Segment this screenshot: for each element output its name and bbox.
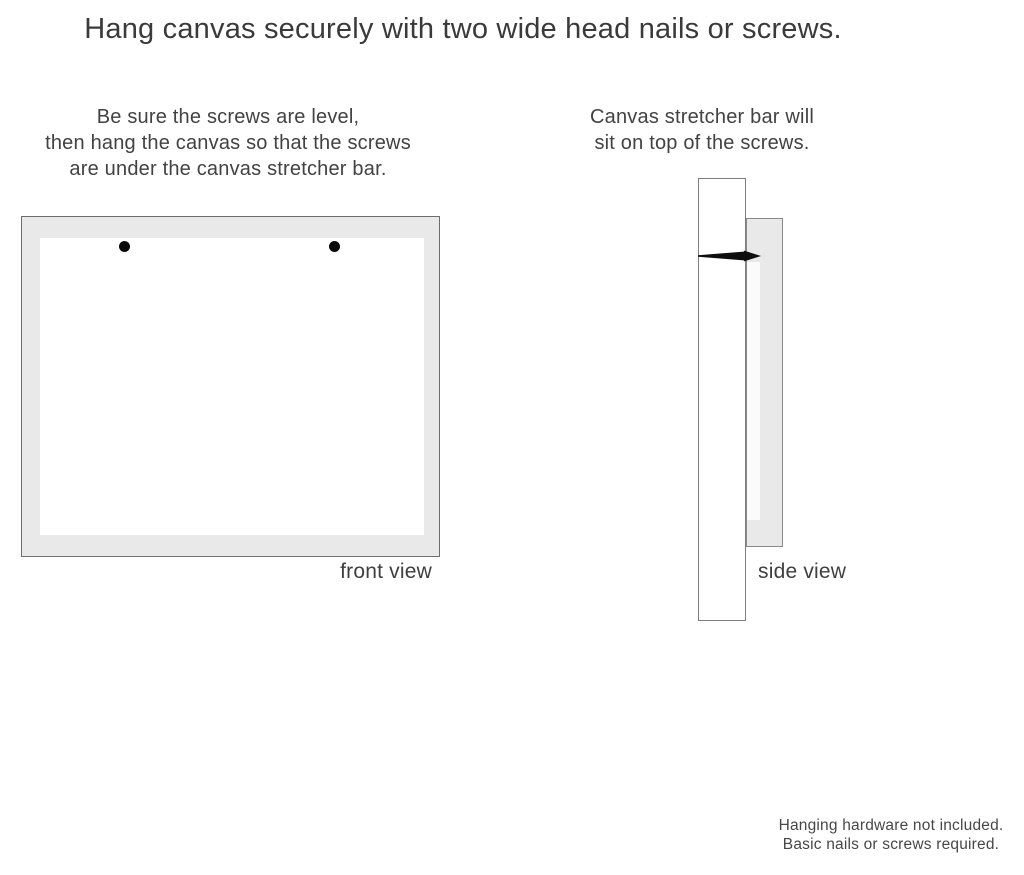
side-view-canvas-edge-face	[747, 262, 760, 520]
side-view-label: side view	[758, 560, 847, 583]
page-title: Hang canvas securely with two wide head …	[84, 13, 842, 45]
front-instruction-line: Be sure the screws are level,	[96, 106, 360, 128]
front-view-canvas-face	[40, 238, 424, 535]
front-instruction-line: are under the canvas stretcher bar.	[69, 158, 387, 180]
front-instruction-line: then hang the canvas so that the screws	[45, 132, 411, 154]
side-view-stretcher-bar	[698, 178, 746, 621]
nail-head-right-icon	[329, 241, 340, 252]
front-view-label: front view	[340, 560, 432, 583]
nail-shape	[698, 250, 761, 262]
footnote-line: Hanging hardware not included.	[778, 817, 1004, 834]
side-instruction-line: Canvas stretcher bar will	[590, 106, 814, 128]
front-view-instructions: Be sure the screws are level, then hang …	[18, 104, 438, 182]
nail-head-left-icon	[119, 241, 130, 252]
nail-icon	[698, 250, 761, 262]
hardware-footnote: Hanging hardware not included. Basic nai…	[759, 816, 1023, 854]
side-instruction-line: sit on top of the screws.	[594, 132, 810, 154]
footnote-line: Basic nails or screws required.	[782, 836, 1000, 853]
side-view-instructions: Canvas stretcher bar will sit on top of …	[571, 104, 833, 156]
